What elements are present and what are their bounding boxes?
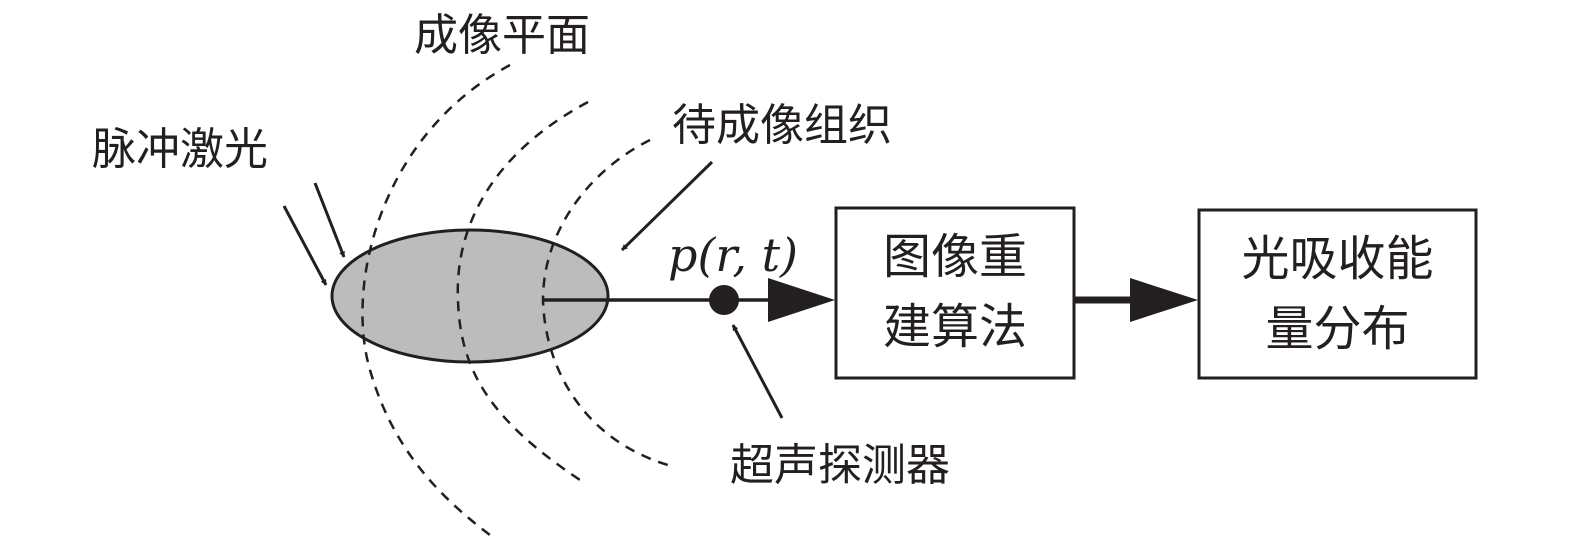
energy-box	[1197, 208, 1478, 380]
energy-line-1: 光吸收能	[1241, 231, 1434, 287]
laser-arrow-2	[282, 205, 328, 286]
ultrasound-detector-dot	[709, 285, 739, 315]
tissue-ellipse	[330, 228, 610, 364]
detector-label: 超声探测器	[730, 440, 950, 491]
imaging-plane-label: 成像平面	[414, 10, 590, 61]
laser-arrow-1	[313, 182, 346, 258]
reconstruction-line-1: 图像重	[882, 229, 1027, 285]
energy-line-2: 量分布	[1265, 300, 1410, 357]
pulsed-laser-label: 脉冲激光	[92, 124, 268, 175]
tissue-pointer-arrow	[620, 160, 714, 252]
tissue-label: 待成像组织	[672, 100, 892, 151]
reconstruction-box	[834, 206, 1076, 380]
reconstruction-line-2: 建算法	[882, 298, 1027, 355]
arrow-to-energy	[1130, 278, 1198, 322]
pressure-label: p(r, t)	[668, 228, 799, 282]
wavefront-1	[361, 63, 511, 536]
arrow-to-reconstruction	[768, 278, 835, 322]
wavefront-2	[456, 100, 589, 482]
reconstruction-box-text: 图像重 建算法	[836, 223, 1074, 362]
detector-pointer-arrow	[731, 324, 784, 419]
energy-box-text: 光吸收能 量分布	[1199, 225, 1476, 364]
